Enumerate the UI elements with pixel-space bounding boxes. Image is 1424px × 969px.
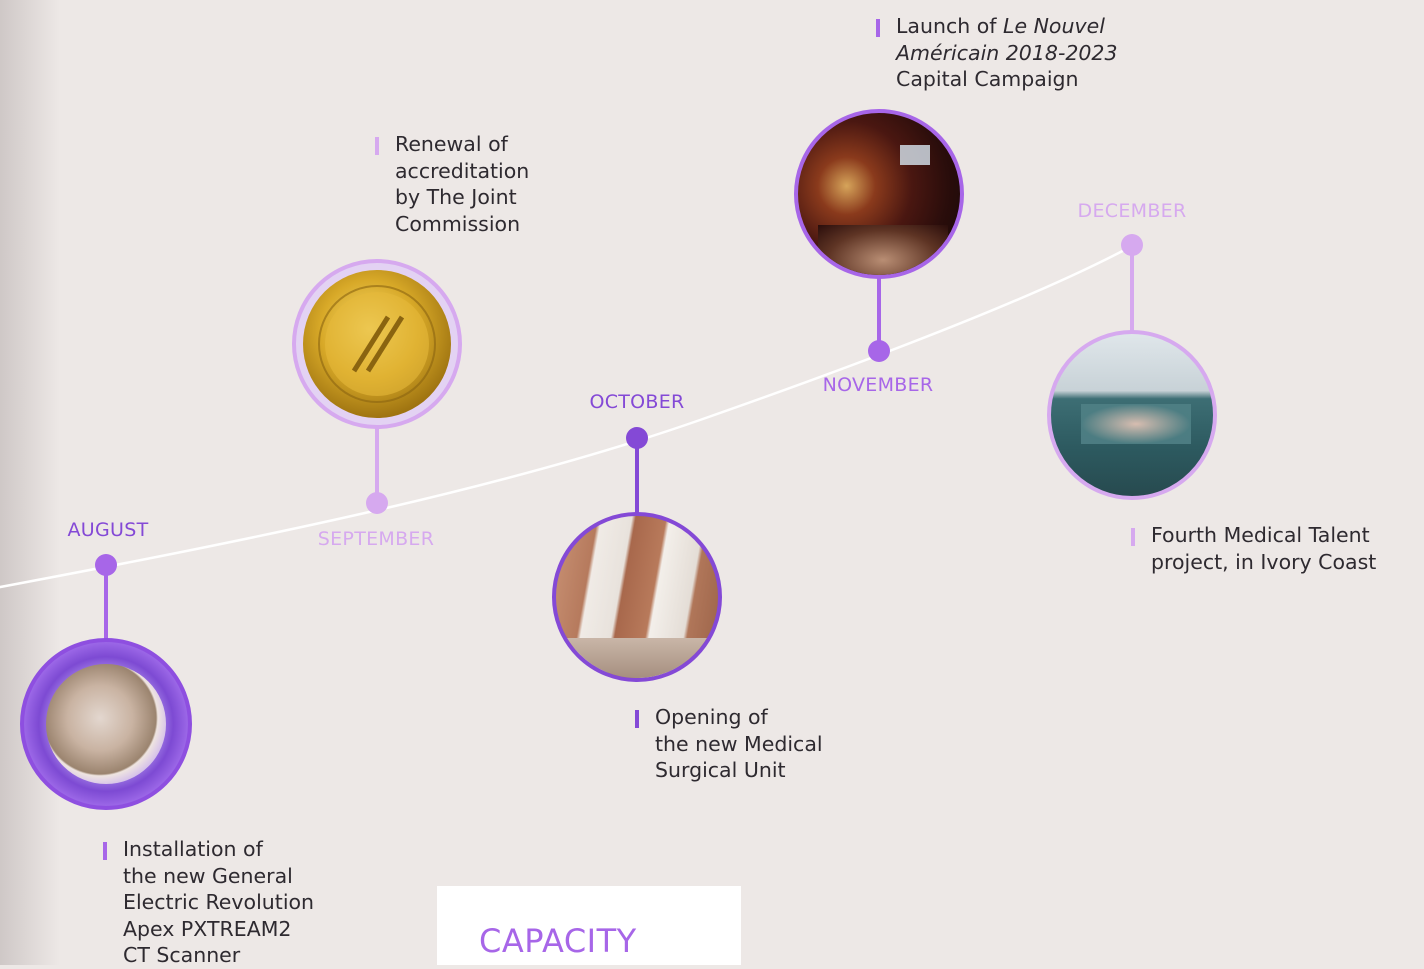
caption-september-line-2: accreditation [395, 158, 530, 183]
caption-november-line-2: Américain 2018-2023 [896, 40, 1118, 67]
caption-october-line-1: Opening of [655, 705, 768, 729]
caption-december: Fourth Medical Talent project, in Ivory … [1131, 522, 1376, 575]
caption-november-italic-1: Le Nouvel [1003, 14, 1105, 38]
caption-bar-november [876, 19, 880, 37]
caption-november: Launch of Le Nouvel Américain 2018-2023 … [876, 13, 1118, 93]
caption-august: Installation of the new General Electric… [103, 836, 314, 969]
caption-december-line-2: project, in Ivory Coast [1151, 549, 1377, 574]
caption-august-line-5: CT Scanner [123, 943, 241, 967]
caption-september-line-1: Renewal of [395, 132, 508, 156]
joint-commission-gold-seal [292, 259, 462, 429]
month-label-august: AUGUST [67, 519, 149, 541]
caption-september: Renewal of accreditation by The Joint Co… [375, 131, 529, 237]
caption-september-line-4: Commission [395, 211, 521, 236]
caption-august-line-3: Electric Revolution [123, 890, 315, 914]
gala-event-photo [794, 109, 964, 279]
month-label-december: DECEMBER [1077, 200, 1187, 222]
month-label-september: SEPTEMBER [317, 528, 435, 550]
caption-bar-october [635, 710, 639, 728]
surgery-team-photo [1047, 330, 1217, 500]
caption-august-line-4: Apex PXTREAM2 [123, 916, 292, 941]
medical-surgical-unit-photo [552, 512, 722, 682]
caption-october: Opening of the new Medical Surgical Unit [635, 704, 823, 784]
caption-november-italic-2: Américain 2018-2023 [896, 40, 1118, 65]
caption-november-line-1: Launch of Le Nouvel [896, 13, 1118, 40]
ct-scanner-photo [20, 638, 192, 810]
capacity-card: CAPACITY [437, 886, 741, 965]
november-dot [868, 340, 890, 362]
page-edge-shadow [0, 0, 60, 965]
month-label-november: NOVEMBER [822, 374, 934, 396]
caption-september-line-3: by The Joint [395, 185, 517, 209]
caption-august-line-2: the new General [123, 863, 293, 888]
month-label-october: OCTOBER [589, 391, 685, 413]
october-dot [626, 427, 648, 449]
caption-october-line-2: the new Medical [655, 731, 823, 756]
caption-november-prefix: Launch of [896, 14, 1004, 38]
december-dot [1121, 234, 1143, 256]
august-dot [95, 554, 117, 576]
caption-bar-december [1131, 528, 1135, 546]
timeline-curve [0, 244, 1133, 589]
caption-october-line-3: Surgical Unit [655, 758, 786, 782]
caption-december-line-1: Fourth Medical Talent [1151, 523, 1370, 547]
caption-bar-september [375, 137, 379, 155]
september-dot [366, 492, 388, 514]
caption-november-line-3: Capital Campaign [896, 67, 1079, 91]
capacity-title: CAPACITY [479, 922, 637, 960]
caption-bar-august [103, 842, 107, 860]
caption-august-line-1: Installation of [123, 837, 263, 861]
